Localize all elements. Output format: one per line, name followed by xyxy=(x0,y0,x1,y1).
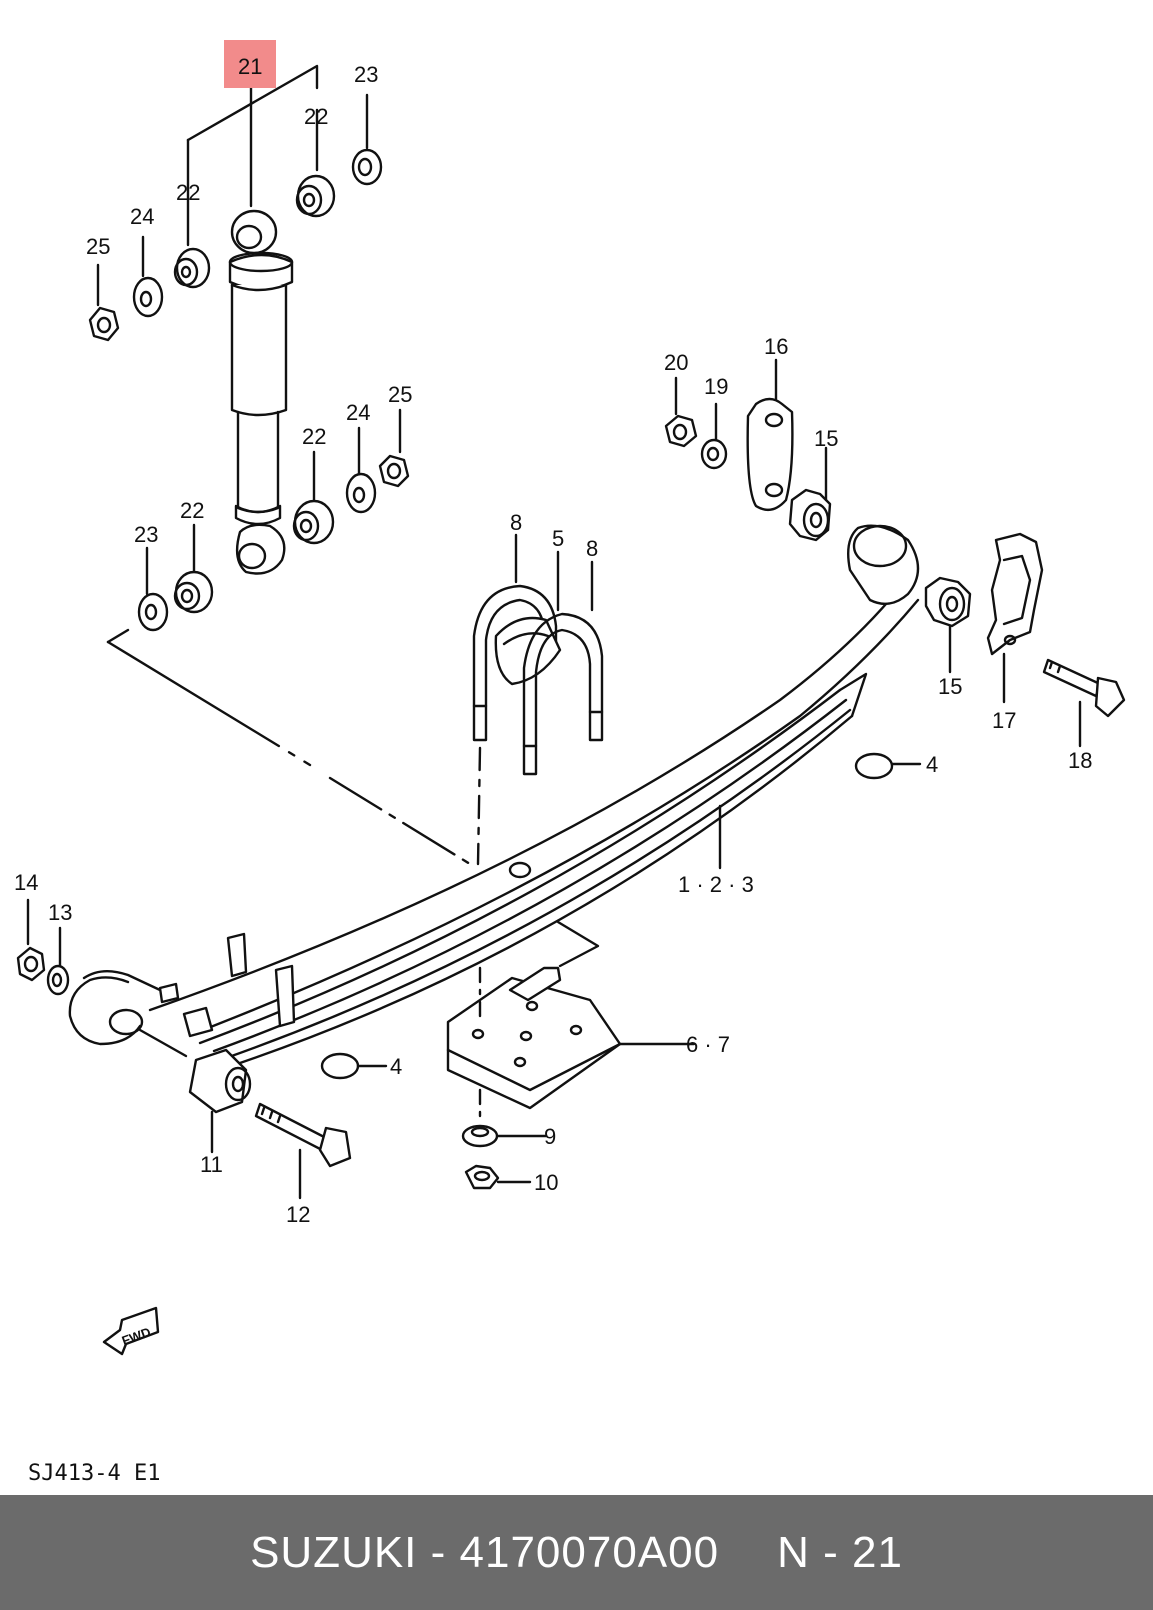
bolt-12 xyxy=(254,1102,352,1168)
nut-14 xyxy=(16,946,46,982)
leaf-spring xyxy=(68,524,920,1065)
callout-1-2-3: 1 · 2 · 3 xyxy=(678,872,754,897)
nut-25-lower xyxy=(378,454,410,488)
callout-18: 18 xyxy=(1068,748,1092,773)
callout-23-upper: 23 xyxy=(354,62,378,87)
callout-9: 9 xyxy=(544,1124,556,1149)
footer-bar: SUZUKI - 4170070A00 N - 21 xyxy=(0,1495,1153,1610)
callout-22-upper-left: 22 xyxy=(176,180,200,205)
callout-5: 5 xyxy=(552,526,564,551)
bolt-18 xyxy=(1042,658,1126,718)
callout-15-lower: 15 xyxy=(938,674,962,699)
callout-25-lower: 25 xyxy=(388,382,412,407)
footer-position: N - 21 xyxy=(777,1527,903,1577)
callout-22-lower-right: 22 xyxy=(302,424,326,449)
callout-16: 16 xyxy=(764,334,788,359)
callout-24-lower: 24 xyxy=(346,400,370,425)
bushing-22-upper-left xyxy=(173,247,211,289)
highlight-box-21 xyxy=(224,40,276,88)
callout-8-right: 8 xyxy=(586,536,598,561)
callout-8-left: 8 xyxy=(510,510,522,535)
washer-24-lower xyxy=(345,472,377,514)
callout-19: 19 xyxy=(704,374,728,399)
washer-23-lower xyxy=(137,592,169,632)
spring-seat-plate xyxy=(446,966,622,1110)
callout-24-upper: 24 xyxy=(130,204,154,229)
nut-25-upper xyxy=(88,306,120,342)
shock-absorber xyxy=(228,209,294,575)
bushing-22-lower-right xyxy=(292,499,335,545)
nut-10 xyxy=(464,1164,500,1190)
callout-13: 13 xyxy=(48,900,72,925)
callout-25-upper: 25 xyxy=(86,234,110,259)
shackle-bracket-17 xyxy=(986,532,1044,656)
cap-4-left xyxy=(320,1052,360,1080)
callout-4-left: 4 xyxy=(390,1054,402,1079)
callout-6-7: 6 · 7 xyxy=(686,1032,730,1057)
u-bolt-front xyxy=(522,612,604,776)
fwd-arrow-icon xyxy=(102,1306,160,1356)
callout-23-lower: 23 xyxy=(134,522,158,547)
callout-14: 14 xyxy=(14,870,38,895)
bushing-22-lower-left xyxy=(173,570,214,614)
bushing-15-upper xyxy=(788,488,832,542)
footer-brand-part: SUZUKI - 4170070A00 xyxy=(250,1527,720,1577)
u-bolt-rear xyxy=(472,584,558,742)
bushing-15-lower xyxy=(924,576,972,628)
callout-4-right: 4 xyxy=(926,752,938,777)
diagram-code: SJ413-4 E1 xyxy=(28,1461,160,1486)
shackle-plate-16 xyxy=(746,397,794,512)
callout-17: 17 xyxy=(992,708,1016,733)
callout-15-upper: 15 xyxy=(814,426,838,451)
callout-21: 21 xyxy=(238,54,262,79)
callout-10: 10 xyxy=(534,1170,558,1195)
washer-19 xyxy=(700,438,728,470)
washer-13 xyxy=(46,964,70,996)
callout-22-lower-left: 22 xyxy=(180,498,204,523)
callout-20: 20 xyxy=(664,350,688,375)
nut-20 xyxy=(664,414,698,448)
cap-4-right xyxy=(854,752,894,780)
callout-22-upper-right: 22 xyxy=(304,104,328,129)
washer-9 xyxy=(461,1124,499,1148)
parts-diagram: 21 23 22 22 24 25 22 24 25 22 23 20 19 1… xyxy=(14,40,1126,1486)
bushing-11 xyxy=(188,1048,252,1114)
washer-23-upper xyxy=(351,148,383,186)
bushing-22-upper-right xyxy=(295,174,336,218)
callout-12: 12 xyxy=(286,1202,310,1227)
callout-11: 11 xyxy=(200,1152,223,1177)
washer-24-upper xyxy=(132,276,164,318)
